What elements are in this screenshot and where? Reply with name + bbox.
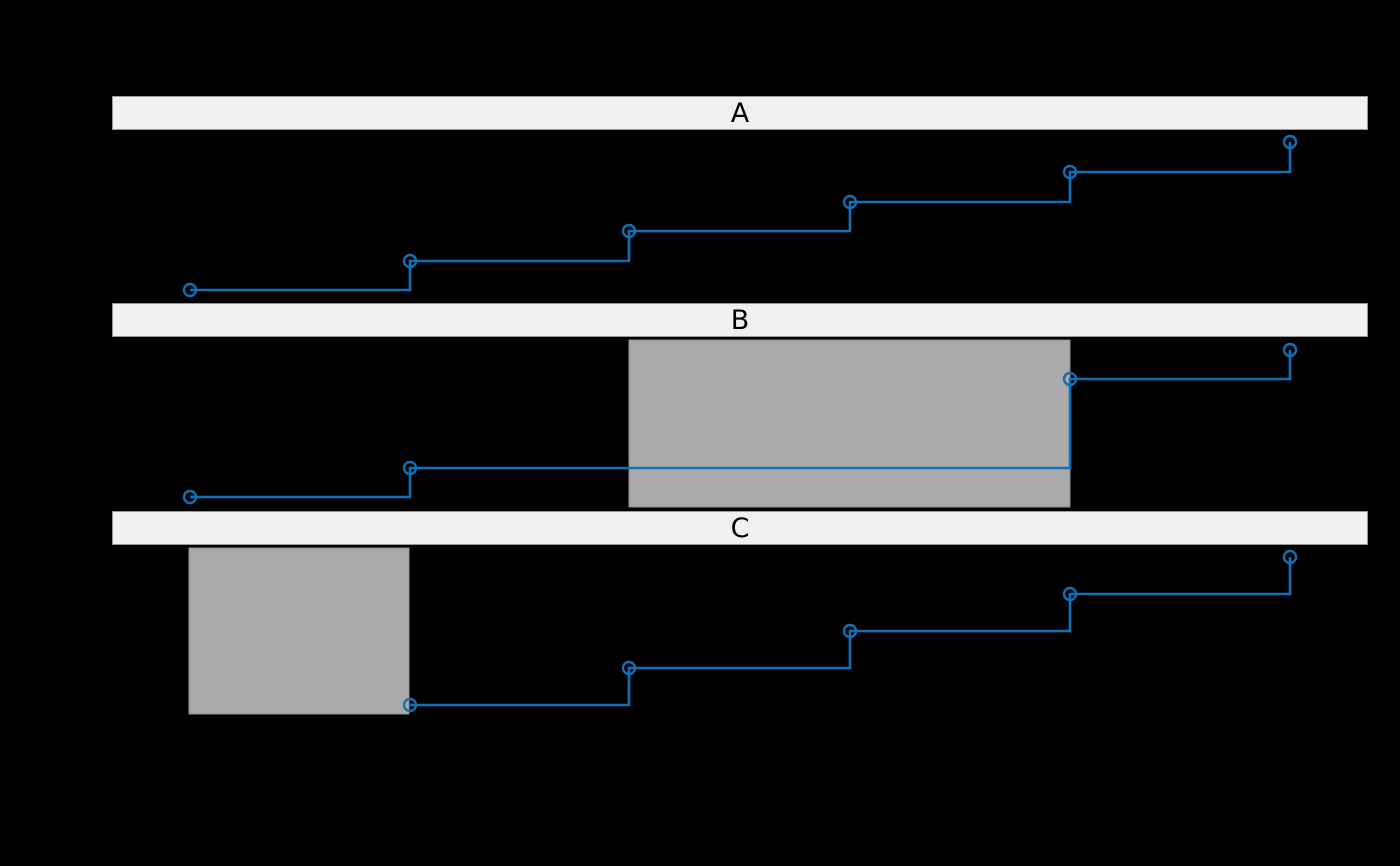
step-point-marker <box>1062 586 1078 602</box>
band-rect <box>628 339 1071 508</box>
step-point-marker <box>402 697 418 713</box>
step-point-marker <box>1282 342 1298 358</box>
step-line <box>190 350 1292 499</box>
step-point-marker <box>402 460 418 476</box>
step-point-marker <box>842 623 858 639</box>
step-point-marker <box>1062 164 1078 180</box>
step-line <box>190 142 1292 292</box>
step-point-marker <box>1062 371 1078 387</box>
step-point-marker <box>1282 549 1298 565</box>
step-point-marker <box>842 194 858 210</box>
step-point-marker <box>182 489 198 505</box>
band-rectangles-group <box>188 339 1071 715</box>
facet-banner-a: A <box>112 96 1368 130</box>
facet-label-b: B <box>730 304 750 336</box>
band-rect <box>188 547 410 715</box>
step-point-marker <box>182 282 198 298</box>
step-point-marker <box>621 660 637 676</box>
facet-label-a: A <box>730 97 750 129</box>
step-point-marker <box>1282 134 1298 150</box>
step-line <box>410 557 1292 707</box>
facet-banner-b: B <box>112 303 1368 337</box>
step-lines-group <box>190 142 1292 707</box>
step-point-marker <box>402 253 418 269</box>
step-markers-group <box>182 134 1298 713</box>
step-point-marker <box>621 223 637 239</box>
facet-label-c: C <box>730 512 750 544</box>
facet-banner-c: C <box>112 511 1368 545</box>
